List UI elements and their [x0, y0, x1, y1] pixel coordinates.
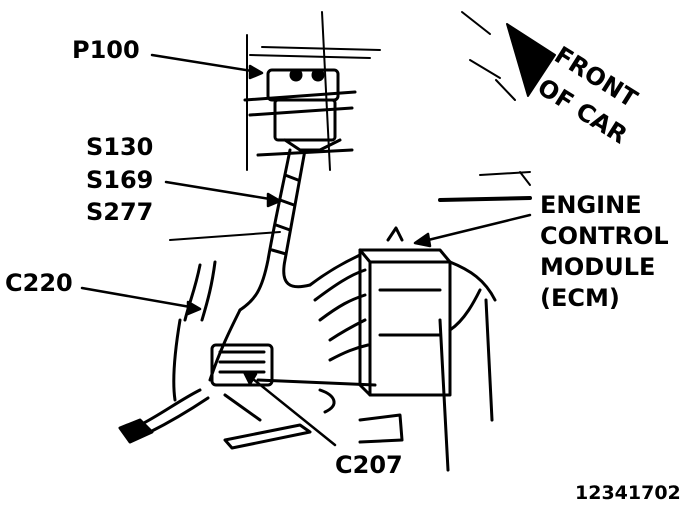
- leader-lines: [80, 53, 532, 447]
- ecm-leader: [418, 213, 532, 244]
- c207-leader: [246, 373, 337, 447]
- c207-label: C207: [335, 451, 403, 479]
- c220-leader: [80, 286, 198, 310]
- s277-label: S277: [86, 198, 154, 226]
- s169-label: S169: [86, 166, 154, 194]
- p100-leader: [150, 53, 260, 74]
- splice-leader: [164, 180, 278, 202]
- front-of-car-arrow: [461, 11, 556, 101]
- dashboard-outline: [169, 11, 532, 241]
- ecm-label-line3: MODULE: [540, 253, 656, 281]
- c220-label: C220: [5, 269, 73, 297]
- ecm-module: [358, 226, 497, 472]
- ecm-label-line2: CONTROL: [540, 222, 669, 250]
- p100-label: P100: [72, 36, 140, 64]
- ecm-label-line1: ENGINE: [540, 191, 642, 219]
- c207-connector: [118, 343, 377, 450]
- p100-connector: [243, 68, 357, 157]
- ecm-label-line4: (ECM): [540, 284, 620, 312]
- figure-number: 12341702: [575, 482, 681, 504]
- s130-label: S130: [86, 133, 154, 161]
